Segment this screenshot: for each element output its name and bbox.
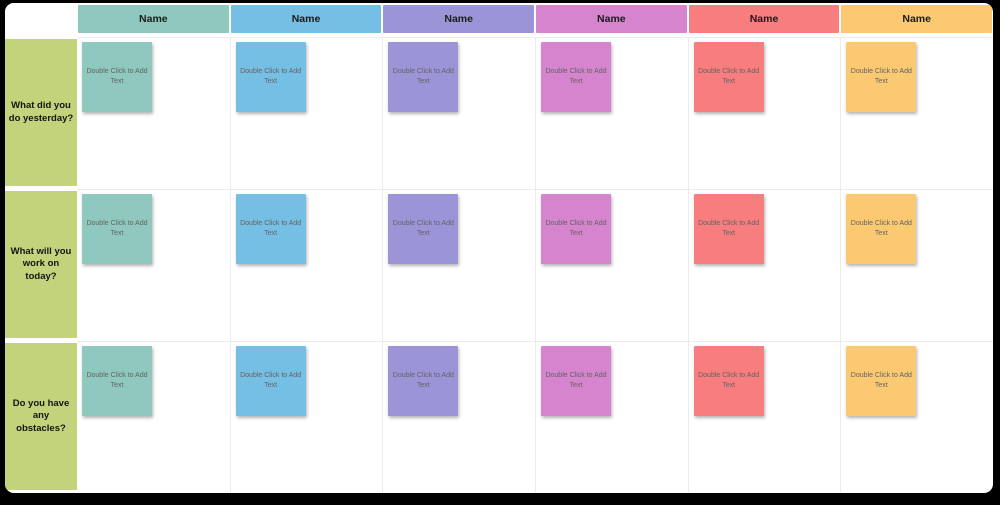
row-header-label: What will you work on today? <box>10 245 72 282</box>
sticky-note[interactable]: Double Click to Add Text <box>541 42 611 112</box>
board-cell: Double Click to Add Text <box>687 189 841 341</box>
column-header[interactable]: Name <box>78 5 229 33</box>
sticky-note-placeholder: Double Click to Add Text <box>698 67 760 85</box>
sticky-note[interactable]: Double Click to Add Text <box>82 346 152 416</box>
sticky-note[interactable]: Double Click to Add Text <box>846 346 917 416</box>
sticky-note-placeholder: Double Click to Add Text <box>545 371 607 389</box>
board-cell: Double Click to Add Text <box>687 341 841 493</box>
board-cell: Double Click to Add Text <box>77 341 230 493</box>
row-header-cell: Do you have any obstacles? <box>5 341 77 493</box>
column-header-label: Name <box>291 13 321 25</box>
board-cell: Double Click to Add Text <box>382 189 535 341</box>
column-header[interactable]: Name <box>230 5 382 33</box>
sticky-note-placeholder: Double Click to Add Text <box>545 67 607 85</box>
sticky-note[interactable]: Double Click to Add Text <box>846 42 917 112</box>
board-cell: Double Click to Add Text <box>382 37 535 189</box>
sticky-note-placeholder: Double Click to Add Text <box>850 67 912 85</box>
sticky-note-placeholder: Double Click to Add Text <box>240 67 302 85</box>
sticky-note[interactable]: Double Click to Add Text <box>388 194 459 264</box>
board-cell: Double Click to Add Text <box>535 189 688 341</box>
board-header-cell: Name <box>840 3 993 37</box>
board-cell: Double Click to Add Text <box>77 189 230 341</box>
column-header-label: Name <box>139 13 168 25</box>
sticky-note-placeholder: Double Click to Add Text <box>86 371 148 389</box>
column-header-label: Name <box>444 13 473 25</box>
sticky-note-placeholder: Double Click to Add Text <box>240 371 302 389</box>
board-cell: Double Click to Add Text <box>535 37 688 189</box>
board-cell: Double Click to Add Text <box>77 37 230 189</box>
column-header-label: Name <box>902 13 931 25</box>
sticky-note[interactable]: Double Click to Add Text <box>235 346 306 416</box>
sticky-note[interactable]: Double Click to Add Text <box>235 42 306 112</box>
column-header[interactable]: Name <box>688 5 840 33</box>
column-header-label: Name <box>749 13 779 25</box>
row-header-question[interactable]: What did you do yesterday? <box>5 39 77 186</box>
sticky-note[interactable]: Double Click to Add Text <box>388 346 459 416</box>
sticky-note[interactable]: Double Click to Add Text <box>693 42 764 112</box>
sticky-note-placeholder: Double Click to Add Text <box>86 67 148 85</box>
sticky-note-placeholder: Double Click to Add Text <box>392 67 454 85</box>
sticky-note-placeholder: Double Click to Add Text <box>545 219 607 237</box>
sticky-note-placeholder: Double Click to Add Text <box>698 371 760 389</box>
board-cell: Double Click to Add Text <box>229 341 383 493</box>
row-header-question[interactable]: What will you work on today? <box>5 191 77 338</box>
sticky-note-placeholder: Double Click to Add Text <box>392 219 454 237</box>
sticky-note-placeholder: Double Click to Add Text <box>850 219 912 237</box>
column-header[interactable]: Name <box>841 5 992 33</box>
board-header-cell: Name <box>382 3 535 37</box>
board-cell: Double Click to Add Text <box>382 341 535 493</box>
board-cell: Double Click to Add Text <box>687 37 841 189</box>
sticky-note[interactable]: Double Click to Add Text <box>846 194 917 264</box>
row-header-cell: What will you work on today? <box>5 189 77 341</box>
row-header-label: What did you do yesterday? <box>8 100 74 124</box>
sticky-note[interactable]: Double Click to Add Text <box>693 194 764 264</box>
sticky-note[interactable]: Double Click to Add Text <box>82 42 152 112</box>
board-cell: Double Click to Add Text <box>229 189 383 341</box>
board-header-cell: Name <box>688 3 841 37</box>
column-header[interactable]: Name <box>383 5 534 33</box>
row-header-question[interactable]: Do you have any obstacles? <box>5 343 77 490</box>
sticky-note-placeholder: Double Click to Add Text <box>698 219 760 237</box>
row-header-cell: What did you do yesterday? <box>5 37 77 189</box>
corner-cell <box>5 3 77 37</box>
row-header-label: Do you have any obstacles? <box>12 397 70 434</box>
sticky-note[interactable]: Double Click to Add Text <box>693 346 764 416</box>
board-cell: Double Click to Add Text <box>229 37 383 189</box>
daily-standup-board: Name Name Name Name Name Name <box>5 3 993 493</box>
board-cell: Double Click to Add Text <box>840 341 993 493</box>
sticky-note[interactable]: Double Click to Add Text <box>82 194 152 264</box>
sticky-note[interactable]: Double Click to Add Text <box>235 194 306 264</box>
sticky-note-placeholder: Double Click to Add Text <box>86 219 148 237</box>
board-cell: Double Click to Add Text <box>840 189 993 341</box>
sticky-note[interactable]: Double Click to Add Text <box>541 346 611 416</box>
board-cell: Double Click to Add Text <box>535 341 688 493</box>
board-header-cell: Name <box>230 3 383 37</box>
board-cell: Double Click to Add Text <box>840 37 993 189</box>
column-header-label: Name <box>597 13 626 25</box>
board-header-cell: Name <box>77 3 230 37</box>
sticky-note[interactable]: Double Click to Add Text <box>388 42 459 112</box>
sticky-note-placeholder: Double Click to Add Text <box>850 371 912 389</box>
board-header-cell: Name <box>535 3 688 37</box>
column-header[interactable]: Name <box>536 5 687 33</box>
sticky-note[interactable]: Double Click to Add Text <box>541 194 611 264</box>
sticky-note-placeholder: Double Click to Add Text <box>392 371 454 389</box>
sticky-note-placeholder: Double Click to Add Text <box>240 219 302 237</box>
